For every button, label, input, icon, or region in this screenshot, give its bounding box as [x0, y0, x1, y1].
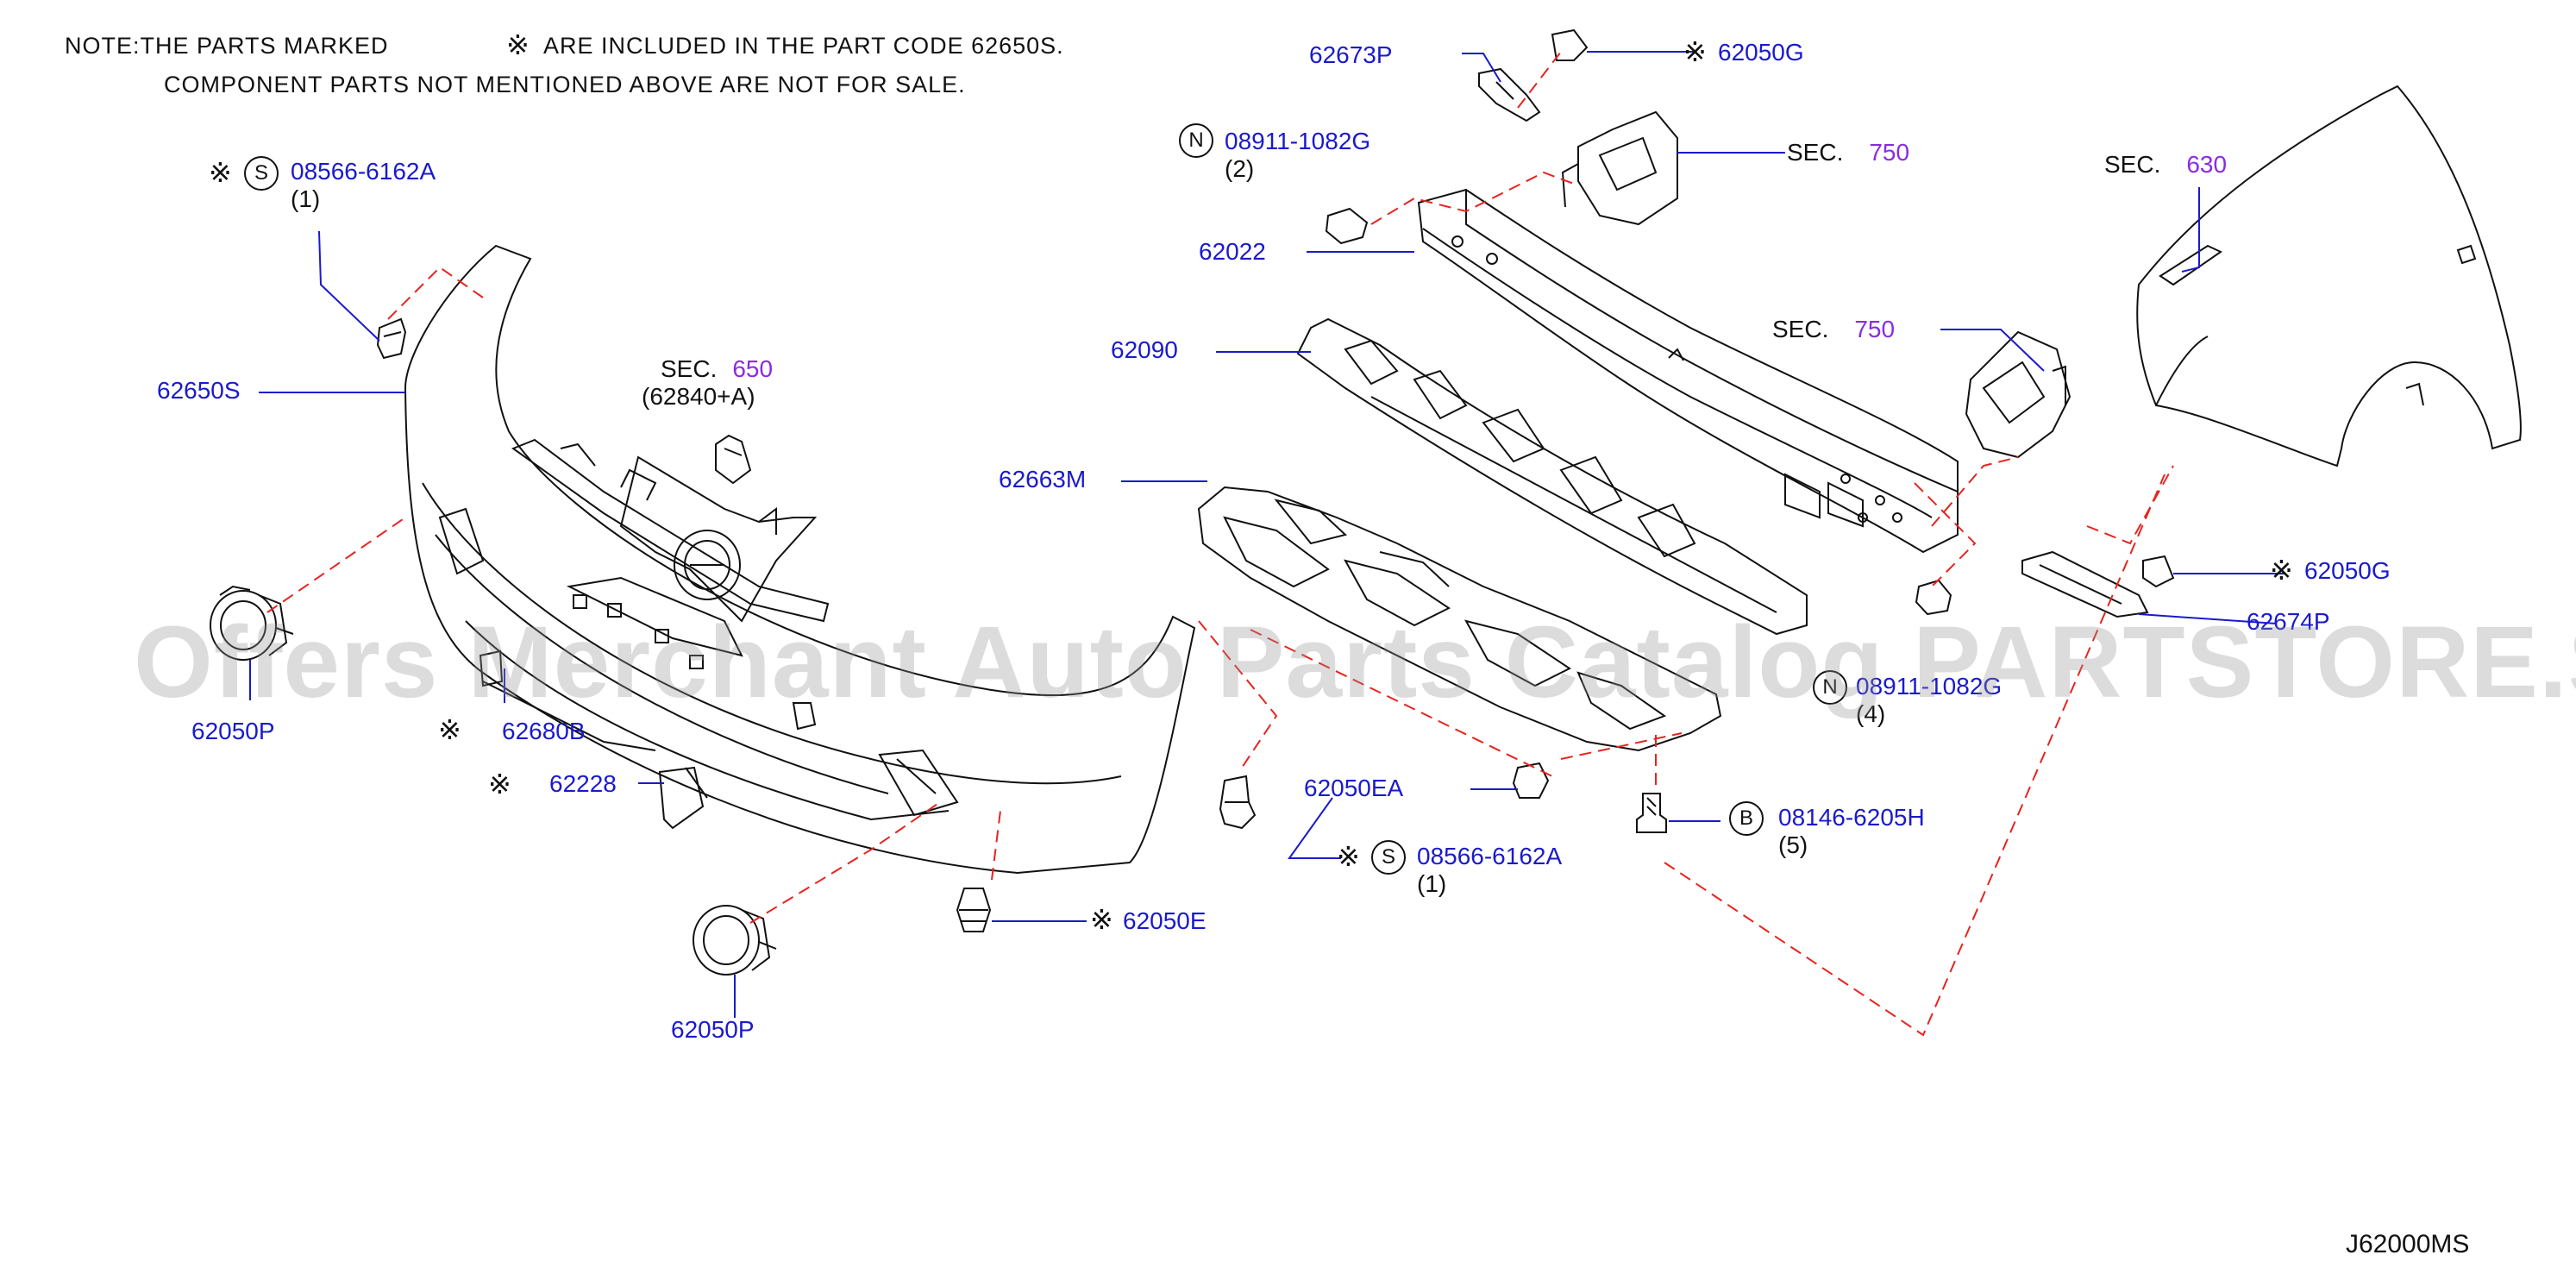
- note-line-1a: NOTE:THE PARTS MARKED: [65, 33, 389, 59]
- sec-650-number[interactable]: 650: [732, 355, 774, 382]
- bumper-reinforcement: [1417, 188, 1959, 554]
- watermark: Offers Merchant Auto Parts Catalog PARTS…: [134, 605, 2576, 719]
- circle-n-icon: N: [1179, 123, 1213, 158]
- sec-750-mid-number[interactable]: 750: [1854, 316, 1896, 342]
- qty-08566-top: (1): [291, 185, 321, 212]
- mark-symbol: ※: [1683, 36, 1707, 67]
- note-line-2: COMPONENT PARTS NOT MENTIONED ABOVE ARE …: [164, 72, 966, 97]
- front-fender: [2136, 85, 2522, 467]
- circle-s-icon: S: [1371, 840, 1406, 875]
- part-label-62674p[interactable]: 62674P: [2247, 608, 2330, 635]
- sec-750-top-label[interactable]: SEC. 750: [1787, 139, 1909, 166]
- part-label-62050e[interactable]: 62050E: [1123, 907, 1207, 934]
- note-line-1b: ARE INCLUDED IN THE PART CODE 62650S.: [543, 33, 1064, 59]
- side-member-bracket-upper: [1577, 110, 1678, 226]
- circle-s-icon: S: [244, 156, 279, 191]
- mark-symbol: ※: [438, 714, 461, 745]
- part-label-08566-6162a-top[interactable]: 08566-6162A: [291, 158, 436, 185]
- sec-650-label[interactable]: SEC. 650: [661, 355, 773, 383]
- diagram-code: J62000MS: [2346, 1230, 2470, 1258]
- sec-650-sub: (62840+A): [642, 383, 755, 410]
- qty-08566-bottom: (1): [1417, 870, 1447, 897]
- circle-b-icon: B: [1729, 801, 1764, 836]
- sec-650-text: SEC.: [661, 355, 718, 382]
- mark-symbol: ※: [1090, 904, 1113, 935]
- part-label-08911-1082g-top[interactable]: 08911-1082G: [1225, 128, 1371, 154]
- part-label-62050p-bottom[interactable]: 62050P: [671, 1016, 755, 1043]
- part-label-62050p-left[interactable]: 62050P: [191, 718, 275, 744]
- part-label-08146-6205h[interactable]: 08146-6205H: [1778, 804, 1925, 831]
- energy-absorber: [1296, 317, 1808, 636]
- under-cover: [1197, 486, 1722, 752]
- sec-750-top-number[interactable]: 750: [1869, 139, 1910, 166]
- part-label-08566-6162a-bottom[interactable]: 08566-6162A: [1417, 843, 1563, 869]
- sec-630-label[interactable]: SEC. 630: [2104, 151, 2227, 179]
- part-label-62663m[interactable]: 62663M: [999, 466, 1087, 493]
- circle-n-icon: N: [1813, 670, 1847, 705]
- qty-08146: (5): [1778, 831, 1808, 858]
- mark-symbol: ※: [488, 769, 511, 800]
- note-mark-symbol: ※: [506, 29, 530, 60]
- part-label-62050g-top[interactable]: 62050G: [1718, 39, 1804, 66]
- qty-08911-top: (2): [1225, 155, 1255, 182]
- side-member-bracket-lower: [1965, 330, 2071, 459]
- bumper-fascia: [404, 244, 1196, 875]
- part-label-08911-1082g-bottom[interactable]: 08911-1082G: [1856, 673, 2003, 700]
- ring-bottom: [693, 905, 777, 976]
- part-label-62673p[interactable]: 62673P: [1309, 41, 1393, 68]
- part-label-62090[interactable]: 62090: [1111, 336, 1178, 363]
- mark-symbol: ※: [1337, 841, 1360, 872]
- part-label-62650s[interactable]: 62650S: [157, 377, 241, 404]
- tow-cap: [658, 766, 705, 830]
- part-label-62680b[interactable]: 62680B: [502, 718, 586, 744]
- qty-08911-bottom: (4): [1856, 700, 1886, 727]
- grille: [619, 455, 818, 623]
- sec-630-number[interactable]: 630: [2186, 151, 2228, 178]
- part-label-62050ea[interactable]: 62050EA: [1304, 775, 1404, 801]
- ring-left: [210, 585, 294, 661]
- part-label-62022[interactable]: 62022: [1199, 238, 1266, 265]
- sec-750-mid-label[interactable]: SEC. 750: [1772, 316, 1895, 343]
- part-label-62228[interactable]: 62228: [549, 770, 617, 797]
- sec-750-mid-text: SEC.: [1772, 316, 1829, 342]
- mark-symbol: ※: [209, 157, 232, 188]
- sec-630-text: SEC.: [2104, 151, 2161, 178]
- part-label-62050g-right[interactable]: 62050G: [2304, 557, 2391, 584]
- sec-750-top-text: SEC.: [1787, 139, 1844, 166]
- mark-symbol: ※: [2270, 555, 2293, 586]
